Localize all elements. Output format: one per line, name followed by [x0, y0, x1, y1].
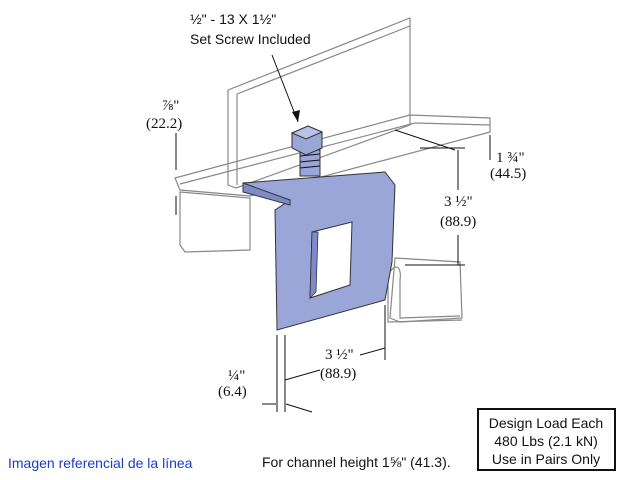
- plate-thickness-metric: (6.4): [218, 384, 247, 400]
- flange-width-metric: (44.5): [490, 166, 526, 182]
- flange-thickness-metric: (22.2): [146, 116, 182, 132]
- dimension-lines: [175, 54, 491, 413]
- design-load-line1: Design Load Each: [489, 415, 603, 431]
- clamp: [242, 171, 396, 331]
- beam-flange: [174, 114, 491, 197]
- clamp-height-metric: (88.9): [440, 214, 476, 230]
- screw-spec-note: Set Screw Included: [190, 31, 311, 47]
- clamp-width-imperial: 3 ½": [325, 347, 354, 363]
- flange-thickness-imperial: ⅞": [162, 98, 179, 114]
- flange-width-imperial: 1 ¾": [496, 150, 525, 166]
- design-load-box: Design Load Each 480 Lbs (2.1 kN) Use in…: [477, 408, 616, 471]
- clamp-width-metric: (88.9): [320, 366, 356, 382]
- beam-web: [227, 17, 411, 189]
- screw-spec-size: ½" - 13 X 1½": [190, 11, 276, 27]
- design-load-line3: Use in Pairs Only: [492, 451, 600, 467]
- set-screw: [290, 125, 324, 177]
- reference-caption: Imagen referencial de la línea: [8, 455, 193, 471]
- clamp-height-imperial: 3 ½": [444, 194, 473, 210]
- strut-channel: [179, 191, 463, 323]
- channel-note: For channel height 1⅝" (41.3).: [262, 454, 451, 470]
- plate-thickness-imperial: ¼": [228, 368, 245, 384]
- design-load-line2: 480 Lbs (2.1 kN): [494, 433, 598, 449]
